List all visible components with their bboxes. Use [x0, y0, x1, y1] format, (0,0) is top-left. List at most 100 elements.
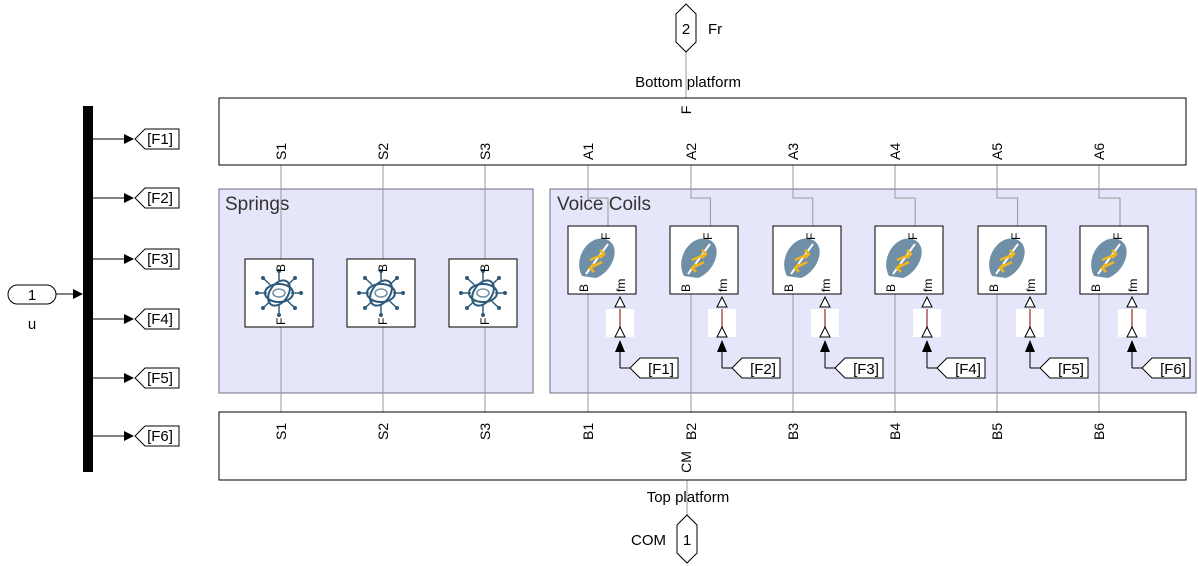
voice-coil-port-f: F	[1111, 233, 1125, 240]
from-tag[interactable]: [F6]	[1141, 357, 1191, 379]
goto-tag[interactable]: [F6]	[93, 425, 180, 447]
wire-coil-f	[996, 165, 1019, 226]
inport-u-number: 1	[28, 287, 36, 304]
from-tag[interactable]: [F2]	[731, 357, 781, 379]
goto-tag[interactable]: [F1]	[93, 128, 180, 150]
voice-coil-port-f: F	[906, 233, 920, 240]
top-platform-port-label: B2	[683, 423, 699, 440]
top-platform-port-label: B5	[989, 423, 1005, 440]
ps-converter[interactable]	[913, 295, 941, 369]
wire-coil-f	[587, 165, 609, 226]
bottom-platform-port-label: A2	[683, 143, 699, 160]
from-tag[interactable]: [F3]	[834, 357, 884, 379]
spring-port-f: F	[274, 318, 288, 325]
voice-coil-port-fm: fm	[921, 279, 935, 292]
wire-coil-f	[1098, 165, 1121, 226]
ps-converter[interactable]	[811, 295, 839, 369]
outport-com-number: 1	[683, 532, 691, 549]
spring-port-b: B	[274, 264, 288, 272]
voice-coil-port-fm: fm	[1024, 279, 1038, 292]
bottom-platform-port-label: S1	[273, 143, 289, 160]
outport-fr[interactable]: 2 Fr	[675, 3, 722, 53]
goto-tag[interactable]: [F5]	[93, 367, 180, 389]
top-platform-port-label: B3	[785, 423, 801, 440]
top-platform-block[interactable]: Top platform CM	[218, 411, 1187, 506]
spring-block[interactable]: BF	[448, 258, 518, 328]
bottom-platform-label: Bottom platform	[635, 74, 741, 91]
ps-converter[interactable]	[1016, 295, 1044, 369]
spring-icon	[255, 269, 303, 317]
voice-coil-port-b: B	[884, 284, 898, 292]
springs-area-label: Springs	[225, 194, 289, 215]
voice-coil-port-f: F	[1009, 233, 1023, 240]
ps-converter[interactable]	[708, 295, 736, 369]
from-tag[interactable]: [F1]	[629, 357, 679, 379]
voice-coil-icon	[784, 238, 820, 278]
goto-tag-label: [F6]	[147, 428, 173, 445]
top-platform-port-label: B6	[1091, 423, 1107, 440]
from-tag-label: [F5]	[1058, 361, 1084, 378]
wire-coil-f	[690, 165, 711, 226]
bottom-platform-port-label: A6	[1091, 143, 1107, 160]
voice-coil-icon	[681, 238, 717, 278]
ps-converter[interactable]	[1118, 295, 1146, 369]
voice-coil-port-fm: fm	[819, 279, 833, 292]
spring-port-f: F	[376, 318, 390, 325]
top-platform-port-label: B4	[887, 423, 903, 440]
inport-u[interactable]: 1 u	[7, 284, 57, 333]
from-tag[interactable]: [F5]	[1039, 357, 1089, 379]
goto-tag[interactable]: [F2]	[93, 187, 180, 209]
goto-tag-label: [F3]	[147, 251, 173, 268]
bottom-platform-block[interactable]: Bottom platform F	[218, 74, 1187, 166]
from-tag[interactable]: [F4]	[936, 357, 986, 379]
goto-tag-label: [F1]	[147, 131, 173, 148]
goto-tag-label: [F5]	[147, 370, 173, 387]
outport-com[interactable]: 1 COM	[631, 514, 698, 564]
voice-coil-icon	[579, 238, 615, 278]
voice-coil-port-fm: fm	[614, 279, 628, 292]
bottom-platform-port-label: A3	[785, 143, 801, 160]
goto-tag-label: [F4]	[147, 311, 173, 328]
goto-tag[interactable]: [F4]	[93, 308, 180, 330]
demux-block[interactable]	[83, 106, 93, 472]
top-platform-port-label: S2	[375, 423, 391, 440]
top-platform-port-cm: CM	[678, 451, 694, 473]
voice-coil-port-f: F	[804, 233, 818, 240]
wire-coil-f	[894, 165, 916, 226]
spring-port-b: B	[376, 264, 390, 272]
voice-coil-port-b: B	[782, 284, 796, 292]
ps-converter[interactable]	[606, 295, 634, 369]
spring-port-b: B	[478, 264, 492, 272]
voice-coil-icon	[989, 238, 1025, 278]
voice-coil-icon	[1091, 238, 1127, 278]
bottom-platform-port-label: S3	[477, 143, 493, 160]
from-tag-label: [F6]	[1160, 361, 1186, 378]
top-platform-port-label: S3	[477, 423, 493, 440]
voice-coil-port-b: B	[577, 284, 591, 292]
inport-u-label: u	[28, 316, 36, 333]
top-platform-label: Top platform	[647, 489, 730, 506]
spring-block[interactable]: BF	[346, 258, 416, 328]
spring-icon	[459, 269, 507, 317]
spring-block[interactable]: BF	[244, 258, 314, 328]
outport-fr-label: Fr	[708, 21, 722, 38]
bottom-platform-port-label: S2	[375, 143, 391, 160]
voice-coil-port-fm: fm	[1126, 279, 1140, 292]
from-tag-label: [F3]	[853, 361, 879, 378]
goto-tag[interactable]: [F3]	[93, 248, 180, 270]
voice-coil-port-b: B	[1089, 284, 1103, 292]
demux-outputs: [F1] [F2] [F3] [F4] [F5] [F6]	[93, 128, 180, 447]
outport-fr-number: 2	[682, 21, 690, 38]
voice-coils-area-label: Voice Coils	[557, 194, 651, 215]
from-tag-label: [F2]	[750, 361, 776, 378]
